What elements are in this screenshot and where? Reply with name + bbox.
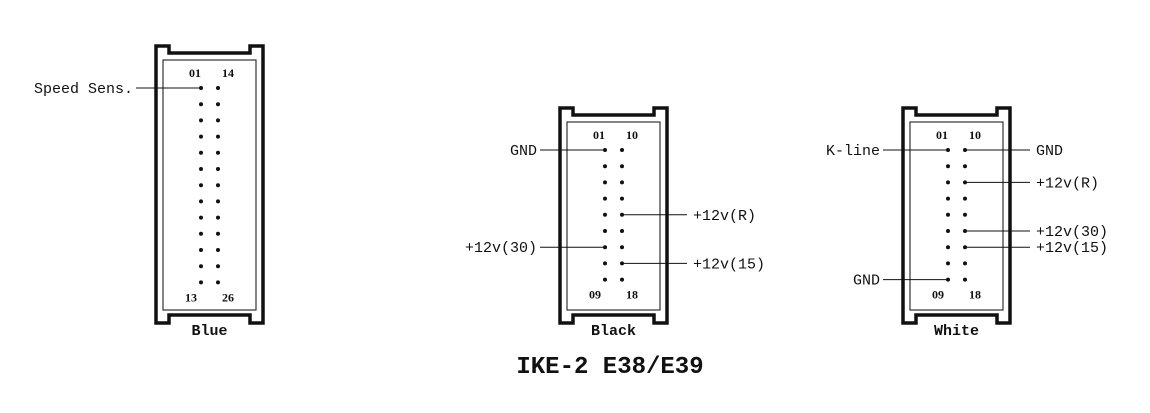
pin-dot: [603, 261, 607, 266]
pin-number-top-right: 10: [626, 128, 638, 142]
pin-label: +12v(30): [1036, 224, 1108, 241]
pin-dot: [216, 167, 220, 171]
pin-label: GND: [853, 273, 880, 290]
pin-dot: [946, 229, 950, 233]
pin-dot: [620, 277, 624, 282]
pin-dot: [963, 212, 967, 217]
pin-label: GND: [1036, 143, 1063, 160]
pin-number-top-left: 01: [593, 128, 605, 142]
pin-dot: [216, 280, 220, 285]
pin-label: GND: [510, 143, 537, 160]
pin-dot: [216, 102, 220, 107]
pin-dot: [620, 229, 624, 233]
connector-housing: [558, 106, 669, 325]
pin-dot: [963, 196, 967, 201]
pin-dot: [603, 277, 607, 282]
pin-label: +12v(15): [693, 256, 765, 273]
pin-dot: [199, 134, 203, 139]
pin-dot: [946, 261, 950, 266]
pin-number-bottom-right: 26: [222, 290, 234, 304]
pin-dot: [199, 248, 203, 252]
pin-dot: [216, 231, 220, 236]
connector-color-label: Blue: [191, 323, 227, 340]
pin-number-bottom-left: 13: [185, 290, 197, 304]
pin-number-top-left: 01: [189, 66, 201, 80]
pin-dot: [199, 118, 203, 123]
pin-dot: [199, 183, 203, 188]
pin-label: +12v(R): [1036, 175, 1099, 192]
pin-number-bottom-left: 09: [932, 288, 944, 302]
pin-dot: [216, 248, 220, 252]
connector-inner-frame: [566, 121, 661, 311]
pin-dot: [963, 277, 967, 282]
pin-label: +12v(R): [693, 208, 756, 225]
pin-dot: [216, 86, 220, 90]
pin-dot: [216, 199, 220, 204]
pin-dot: [620, 164, 624, 169]
connector-housing: [154, 44, 265, 325]
pin-dot: [199, 199, 203, 204]
connector-housing: [901, 106, 1012, 325]
pin-number-bottom-right: 18: [969, 288, 981, 302]
pin-dot: [199, 102, 203, 107]
connector-color-label: Black: [591, 323, 636, 340]
pin-dot: [620, 245, 624, 250]
pin-dot: [946, 196, 950, 201]
connector-inner-frame: [162, 59, 257, 311]
pin-dot: [620, 180, 624, 185]
pin-number-top-right: 14: [222, 66, 234, 80]
diagram-title: IKE-2 E38/E39: [516, 354, 703, 381]
pin-dot: [603, 196, 607, 201]
pin-label: +12v(30): [465, 240, 537, 257]
pin-dot: [216, 134, 220, 139]
pin-dot: [199, 215, 203, 220]
pin-dot: [216, 118, 220, 123]
pin-number-bottom-right: 18: [626, 288, 638, 302]
pin-dot: [946, 164, 950, 169]
pin-dot: [620, 196, 624, 201]
pin-number-top-left: 01: [936, 128, 948, 142]
pin-dot: [216, 215, 220, 220]
pin-label: K-line: [826, 143, 880, 160]
pin-dot: [603, 164, 607, 169]
pin-dot: [199, 150, 203, 155]
pin-dot: [216, 150, 220, 155]
connector-inner-frame: [909, 121, 1004, 311]
pin-dot: [603, 212, 607, 217]
pin-label: +12v(15): [1036, 240, 1108, 257]
pin-dot: [603, 180, 607, 185]
pin-dot: [199, 264, 203, 269]
pin-label: Speed Sens.: [34, 81, 133, 98]
pin-dot: [963, 261, 967, 266]
pin-dot: [199, 280, 203, 285]
pin-dot: [199, 231, 203, 236]
pin-dot: [199, 167, 203, 171]
pin-dot: [946, 245, 950, 250]
pin-dot: [963, 164, 967, 169]
pin-dot: [946, 180, 950, 185]
pin-dot: [946, 212, 950, 217]
pin-dot: [216, 183, 220, 188]
pin-dot: [603, 229, 607, 233]
pin-number-bottom-left: 09: [589, 288, 601, 302]
pin-number-top-right: 10: [969, 128, 981, 142]
pin-dot: [216, 264, 220, 269]
pin-dot: [620, 148, 624, 152]
connector-color-label: White: [934, 323, 979, 340]
